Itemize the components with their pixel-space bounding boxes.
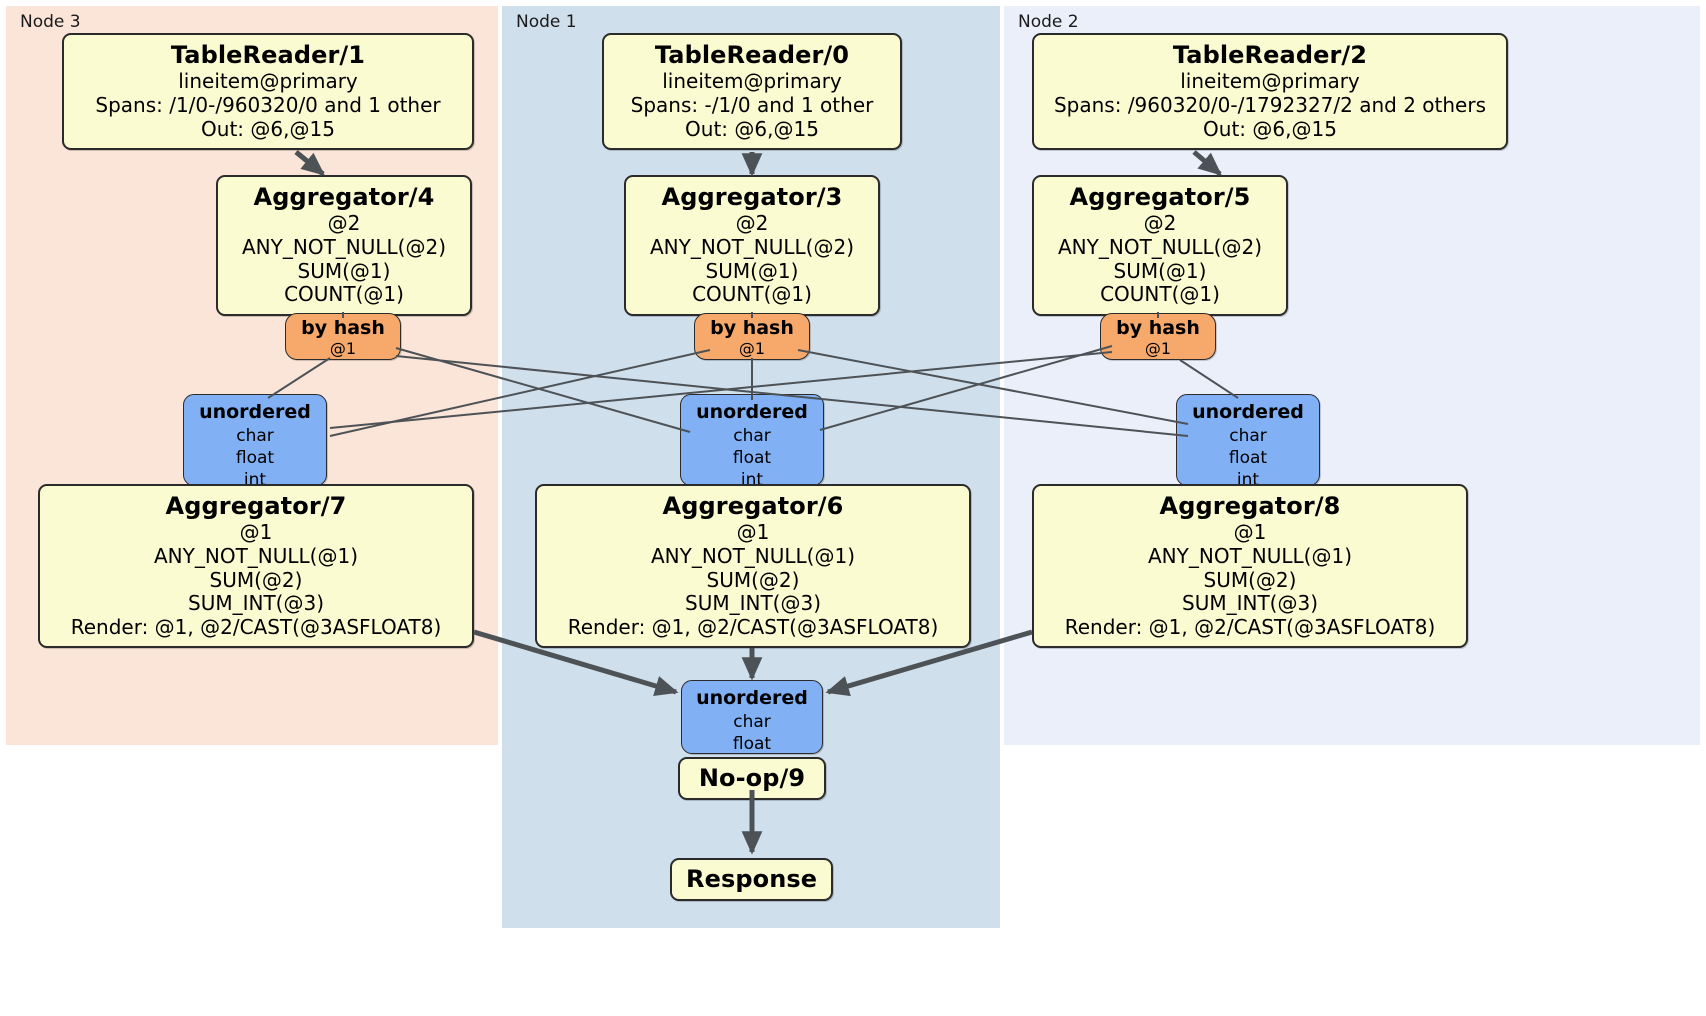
edge-hashmid-unorderedright [797, 349, 1189, 425]
router-detail-line: float [1228, 447, 1268, 468]
processor-detail-line: Spans: -/1/0 and 1 other [630, 92, 874, 117]
processor-detail-line: SUM_INT(@3) [685, 591, 821, 616]
processor-detail-line: Out: @6,@15 [1203, 116, 1337, 141]
processor-detail-line: lineitem@primary [662, 69, 842, 94]
router-unordered-left[interactable]: unordered char float int [183, 394, 327, 490]
processor-detail-line: Out: @6,@15 [201, 116, 335, 141]
processor-detail-line: SUM(@1) [705, 258, 799, 283]
router-detail-line: float [732, 447, 772, 468]
processor-detail-line: ANY_NOT_NULL(@1) [651, 543, 855, 568]
processor-detail-line: COUNT(@1) [284, 282, 404, 307]
processor-detail-line: SUM_INT(@3) [1182, 591, 1318, 616]
router-title: by hash [710, 317, 794, 339]
processor-title: Response [686, 865, 818, 893]
processor-detail-line: ANY_NOT_NULL(@1) [1148, 543, 1352, 568]
edge-hashright-unorderedleft [329, 351, 1113, 429]
router-detail-line: float [235, 447, 275, 468]
processor-title: Aggregator/5 [1069, 183, 1251, 211]
edge-tablereader1-aggregator4 [294, 150, 326, 176]
router-by-hash-left[interactable]: by hash @1 [285, 313, 401, 360]
processor-detail-line: SUM(@2) [706, 567, 800, 592]
node-panel-label-node3: Node 3 [20, 12, 81, 32]
edge-hashright-unorderedmid [819, 345, 1113, 431]
processor-detail-line: SUM(@1) [297, 258, 391, 283]
processor-detail-line: @2 [1143, 211, 1177, 236]
processor-detail-line: lineitem@primary [178, 69, 358, 94]
router-title: unordered [696, 401, 808, 423]
processor-detail-line: ANY_NOT_NULL(@2) [242, 234, 446, 259]
router-detail-line: @1 [1144, 338, 1172, 358]
processor-tablereader-0[interactable]: TableReader/0 lineitem@primary Spans: -/… [602, 33, 902, 151]
router-detail-line: @1 [329, 338, 357, 358]
processor-detail-line: ANY_NOT_NULL(@2) [1058, 234, 1262, 259]
processor-detail-line: Out: @6,@15 [685, 116, 819, 141]
router-title: unordered [1192, 401, 1304, 423]
processor-detail-line: COUNT(@1) [1100, 282, 1220, 307]
processor-title: Aggregator/4 [253, 183, 435, 211]
processor-detail-line: @2 [735, 211, 769, 236]
router-unordered-right[interactable]: unordered char float int [1176, 394, 1320, 490]
router-detail-line: char [733, 425, 771, 446]
router-unordered-final[interactable]: unordered char float [681, 680, 823, 754]
processor-detail-line: Render: @1, @2/CAST(@3ASFLOAT8) [70, 614, 442, 639]
processor-detail-line: SUM(@2) [1203, 567, 1297, 592]
processor-detail-line: Render: @1, @2/CAST(@3ASFLOAT8) [1064, 614, 1436, 639]
processor-detail-line: @1 [1233, 520, 1267, 545]
processor-detail-line: Spans: /960320/0-/1792327/2 and 2 others [1053, 92, 1486, 117]
processor-detail-line: COUNT(@1) [692, 282, 812, 307]
processor-detail-line: Spans: /1/0-/960320/0 and 1 other [95, 92, 441, 117]
router-by-hash-right[interactable]: by hash @1 [1100, 313, 1216, 360]
processor-detail-line: ANY_NOT_NULL(@1) [154, 543, 358, 568]
router-title: by hash [1116, 317, 1200, 339]
node-panel-label-node1: Node 1 [516, 12, 577, 32]
processor-aggregator-6[interactable]: Aggregator/6 @1 ANY_NOT_NULL(@1) SUM(@2)… [535, 484, 971, 649]
processor-title: Aggregator/3 [661, 183, 843, 211]
processor-detail-line: SUM_INT(@3) [188, 591, 324, 616]
processor-aggregator-3[interactable]: Aggregator/3 @2 ANY_NOT_NULL(@2) SUM(@1)… [624, 175, 880, 316]
edge-hashleft-unorderedright [395, 355, 1189, 437]
processor-title: No-op/9 [698, 764, 806, 792]
processor-aggregator-8[interactable]: Aggregator/8 @1 ANY_NOT_NULL(@1) SUM(@2)… [1032, 484, 1468, 649]
processor-detail-line: lineitem@primary [1180, 69, 1360, 94]
processor-title: TableReader/1 [170, 41, 366, 69]
router-detail-line: char [733, 711, 771, 732]
router-detail-line: char [1229, 425, 1267, 446]
edge-hashleft-unorderedmid [395, 347, 691, 433]
edge-hashright-unorderedright [1179, 359, 1239, 399]
processor-title: Aggregator/7 [165, 492, 347, 520]
processor-detail-line: SUM(@2) [209, 567, 303, 592]
processor-detail-line: SUM(@1) [1113, 258, 1207, 283]
processor-detail-line: @1 [736, 520, 770, 545]
node-panel-label-node2: Node 2 [1018, 12, 1079, 32]
processor-aggregator-7[interactable]: Aggregator/7 @1 ANY_NOT_NULL(@1) SUM(@2)… [38, 484, 474, 649]
edge-hashleft-unorderedleft [267, 357, 331, 399]
router-title: by hash [301, 317, 385, 339]
processor-title: Aggregator/8 [1159, 492, 1341, 520]
processor-tablereader-2[interactable]: TableReader/2 lineitem@primary Spans: /9… [1032, 33, 1508, 151]
processor-title: TableReader/0 [654, 41, 850, 69]
router-title: unordered [696, 687, 808, 709]
edge-tablereader2-aggregator5 [1192, 150, 1222, 176]
router-by-hash-mid[interactable]: by hash @1 [694, 313, 810, 360]
processor-detail-line: Render: @1, @2/CAST(@3ASFLOAT8) [567, 614, 939, 639]
processor-title: Aggregator/6 [662, 492, 844, 520]
processor-aggregator-4[interactable]: Aggregator/4 @2 ANY_NOT_NULL(@2) SUM(@1)… [216, 175, 472, 316]
edge-aggregator8-unorderedfinal [825, 629, 1033, 697]
router-detail-line: float [732, 733, 772, 754]
processor-title: TableReader/2 [1172, 41, 1368, 69]
processor-aggregator-5[interactable]: Aggregator/5 @2 ANY_NOT_NULL(@2) SUM(@1)… [1032, 175, 1288, 316]
processor-detail-line: @2 [327, 211, 361, 236]
edge-aggregator7-unorderedfinal [473, 629, 679, 697]
router-title: unordered [199, 401, 311, 423]
processor-response[interactable]: Response [670, 858, 833, 902]
processor-detail-line: ANY_NOT_NULL(@2) [650, 234, 854, 259]
processor-tablereader-1[interactable]: TableReader/1 lineitem@primary Spans: /1… [62, 33, 474, 151]
processor-detail-line: @1 [239, 520, 273, 545]
router-detail-line: @1 [738, 338, 766, 358]
router-detail-line: char [236, 425, 274, 446]
